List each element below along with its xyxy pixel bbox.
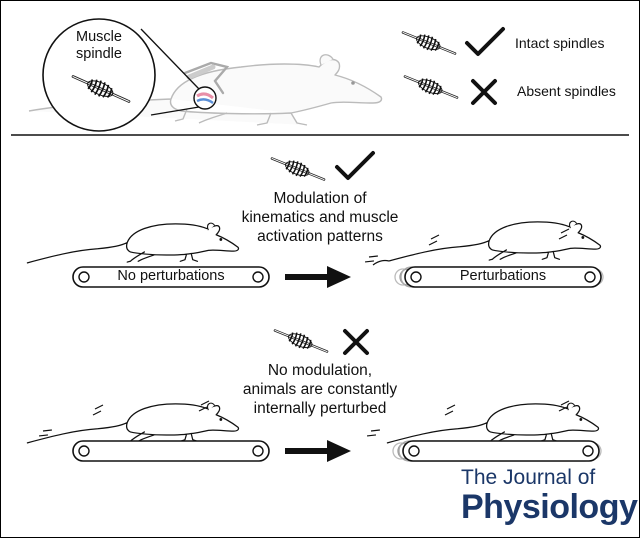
muscle-spindle-inset	[42, 18, 217, 132]
intact-caption: Modulation of kinematics and muscle acti…	[241, 190, 399, 245]
inset-label: Muscle spindle	[76, 29, 122, 62]
left-belt-label: No perturbations	[117, 268, 225, 284]
legend-intact-label: Intact spindles	[515, 35, 605, 51]
legend-absent-label: Absent spindles	[517, 83, 616, 99]
journal-logo: The Journal of Physiology	[461, 466, 638, 526]
right-belt-label: Perturbations	[459, 268, 547, 284]
panel-intact-graphics	[26, 150, 604, 288]
absent-caption: No modulation, animals are constantly in…	[242, 362, 398, 417]
journal-logo-line2: Physiology	[461, 488, 638, 526]
legend-symbols	[399, 24, 505, 106]
journal-logo-line1: The Journal of	[461, 466, 596, 489]
